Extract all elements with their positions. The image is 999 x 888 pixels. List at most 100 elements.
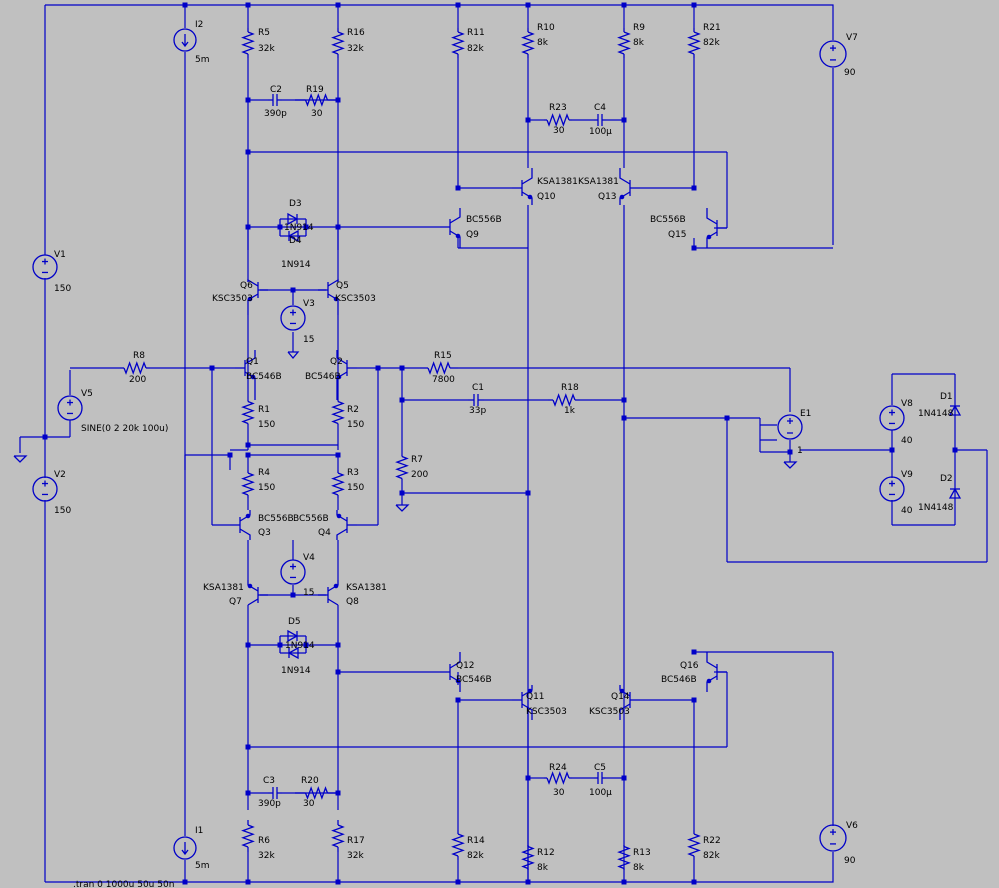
label-r12v: 8k [537, 863, 549, 873]
voltage-source-v2 [32, 476, 58, 502]
emitter-arrow [250, 374, 256, 380]
label-r5: R5 [258, 28, 270, 38]
label-q15: Q15 [668, 230, 687, 240]
collector [336, 528, 348, 540]
resistor-r1 [241, 400, 255, 425]
junction-dot [621, 775, 627, 781]
junction-dot [889, 447, 895, 453]
emitter-arrow [245, 513, 251, 519]
label-r15: R15 [434, 351, 452, 361]
label-r22v: 82k [703, 851, 720, 861]
diode-body [948, 487, 962, 499]
emitter-arrow [706, 678, 712, 684]
junction-dot [399, 490, 405, 496]
label-r9v: 8k [633, 38, 645, 48]
label-r6v: 32k [258, 851, 275, 861]
label-r17: R17 [347, 836, 365, 846]
label-q9: Q9 [466, 230, 479, 240]
label-d2: D2 [940, 474, 953, 484]
label-r7: R7 [411, 455, 423, 465]
junction-dot [245, 452, 251, 458]
label-q8m: KSA1381 [346, 583, 387, 593]
junction-dot [691, 879, 697, 885]
resistor-body [451, 31, 465, 55]
transistor-q8 [318, 580, 339, 606]
label-r15v: 7800 [432, 375, 455, 385]
emitter-arrow [619, 194, 625, 200]
junction-dot [621, 117, 627, 123]
emitter-arrow [455, 233, 461, 239]
source-circle [57, 395, 83, 421]
emitter-arrow [333, 296, 339, 302]
voltage-source-v1 [32, 254, 58, 280]
label-q12m: BC546B [456, 675, 492, 685]
collector [619, 703, 631, 720]
junction-dot [245, 224, 251, 230]
collector [336, 350, 348, 365]
junction-dot [375, 365, 381, 371]
junction-dot [455, 185, 461, 191]
resistor-body [687, 31, 701, 55]
label-q11: Q11 [526, 692, 545, 702]
junction-dot [691, 2, 697, 8]
collector [327, 278, 339, 287]
label-q15m: BC556B [650, 215, 686, 225]
label-q2m: BC546B [305, 372, 341, 382]
resistor-body [521, 845, 535, 870]
junction-dot [525, 2, 531, 8]
resistor-r11 [451, 28, 465, 58]
label-v3v: 15 [303, 335, 314, 345]
label-d2v: 1N4148 [918, 503, 954, 513]
source-circle [280, 559, 306, 585]
resistor-body [427, 361, 451, 375]
transistor-q7 [247, 580, 268, 606]
resistor-r13 [617, 845, 631, 870]
resistor-body [546, 113, 570, 127]
junction-dot [691, 697, 697, 703]
source-circle [173, 28, 197, 52]
label-d6: 1N914 [285, 641, 315, 651]
label-q10: Q10 [537, 192, 556, 202]
source-circle [879, 405, 905, 431]
junction-dot [290, 287, 296, 293]
junction-dot [335, 790, 341, 796]
resistor-body [331, 400, 345, 425]
label-c2: C2 [270, 85, 282, 95]
transistor-q11 [512, 685, 533, 720]
label-r8: R8 [133, 351, 145, 361]
label-r21: R21 [703, 23, 721, 33]
resistor-body [331, 824, 345, 848]
label-r20v: 30 [303, 799, 315, 809]
transistor-q9 [440, 208, 461, 248]
junction-dot [245, 744, 251, 750]
label-r4: R4 [258, 468, 270, 478]
junction-dot [335, 642, 341, 648]
junction-dot [455, 2, 461, 8]
resistor-r5 [241, 28, 255, 58]
collector [449, 208, 461, 224]
junction-dot [399, 365, 405, 371]
label-r11: R11 [467, 28, 485, 38]
junction-dot [525, 117, 531, 123]
label-r19v: 30 [311, 109, 323, 119]
diode-body [948, 404, 962, 416]
label-r16v: 32k [347, 44, 364, 54]
voltage-source-v3 [280, 305, 306, 331]
junction-dot [245, 442, 251, 448]
resistor-body [241, 400, 255, 425]
label-r4v: 150 [258, 483, 275, 493]
emitter-arrow [527, 688, 533, 694]
resistor-body [617, 845, 631, 870]
label-q12: Q12 [456, 661, 475, 671]
label-r11v: 82k [467, 44, 484, 54]
resistor-r9 [617, 28, 631, 58]
label-v6: V6 [846, 821, 858, 831]
source-circle [819, 40, 847, 68]
resistor-r12 [521, 845, 535, 870]
voltage-source-v7 [819, 40, 847, 68]
resistor-r24 [544, 771, 572, 785]
resistor-r2 [331, 400, 345, 425]
transistor-q1 [235, 350, 256, 400]
